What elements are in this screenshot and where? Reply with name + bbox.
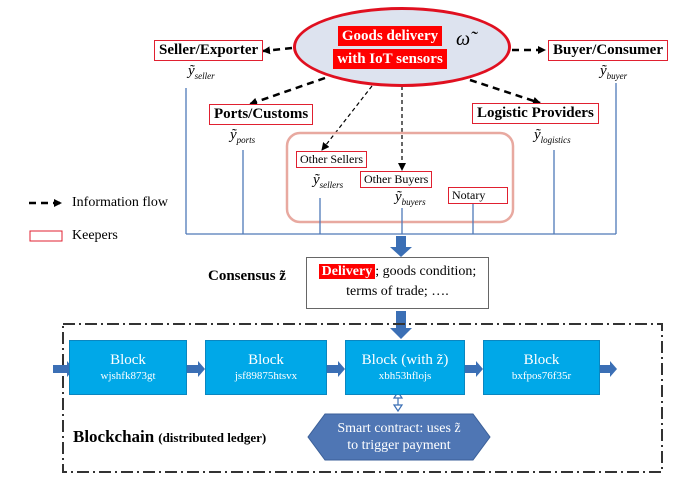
omega-symbol: ω̃	[456, 28, 471, 50]
block-1-hash: wjshfk873gt	[100, 370, 156, 382]
information-flow-arrows-thin	[321, 85, 406, 171]
consensus-label: Consensus z̃	[208, 268, 286, 284]
arrow-to-blockchain	[390, 311, 412, 339]
symbol-y-sellers: ỹsellers	[313, 172, 344, 190]
contract-link-arrow	[392, 390, 404, 413]
symbol-y-buyer: ỹbuyer	[600, 63, 628, 81]
block-2-title: Block	[248, 352, 284, 368]
block-1: Block wjshfk873gt	[69, 340, 187, 395]
keeper-buyer-consumer: Buyer/Consumer	[548, 40, 668, 61]
keeper-other-buyers: Other Buyers	[360, 171, 433, 188]
symbol-y-buyers: ỹbuyers	[395, 189, 426, 207]
smart-contract: Smart contract: uses z̃ to trigger payme…	[308, 414, 490, 460]
block-3-hash: xbh53hflojs	[378, 370, 432, 382]
block-4: Block bxfpos76f35r	[483, 340, 600, 395]
block-3: Block (with z̃) xbh53hflojs	[345, 340, 465, 395]
consensus-line1-rest: ; goods condition;	[375, 264, 477, 279]
keeper-ports-customs: Ports/Customs	[209, 104, 314, 125]
block-1-title: Block	[110, 352, 146, 368]
block-4-hash: bxfpos76f35r	[511, 370, 572, 382]
block-4-title: Block	[523, 352, 560, 368]
block-2: Block jsf89875htsvx	[205, 340, 327, 395]
keeper-other-sellers: Other Sellers	[296, 151, 367, 168]
consensus-delivery-tag: Delivery	[318, 264, 376, 279]
blockchain-title: Blockchain (distributed ledger)	[73, 427, 266, 447]
goods-delivery-ellipse: Goods delivery with IoT sensors ω̃	[293, 7, 511, 87]
goods-delivery-line2: with IoT sensors	[333, 48, 447, 69]
legend-keeper-swatch	[29, 230, 63, 242]
block-3-title: Block (with z̃)	[361, 352, 449, 368]
smart-contract-line2: to trigger payment	[347, 438, 451, 453]
keepers-group-box	[285, 131, 515, 224]
goods-delivery-line1: Goods delivery	[337, 25, 443, 46]
smart-contract-line1: Smart contract: uses z̃	[337, 421, 461, 436]
blockchain-title-main: Blockchain	[73, 427, 155, 446]
legend-information-flow: Information flow	[72, 195, 169, 210]
arrow-to-consensus	[390, 236, 412, 257]
symbol-y-seller: ỹseller	[188, 63, 215, 81]
smart-contract-shape	[307, 413, 491, 461]
blockchain-frame	[62, 323, 663, 473]
blockchain-title-sub: (distributed ledger)	[158, 430, 267, 445]
symbol-y-logistics: ỹlogistics	[534, 127, 571, 145]
consensus-box: Delivery; goods condition; terms of trad…	[306, 257, 489, 309]
keeper-notary: Notary	[448, 187, 508, 204]
consensus-line2: terms of trade; ….	[346, 284, 449, 299]
keeper-seller-exporter: Seller/Exporter	[154, 40, 264, 61]
legend-keepers: Keepers	[72, 228, 118, 243]
symbol-y-ports: ỹports	[230, 127, 256, 145]
block-arrows	[53, 361, 617, 377]
keeper-feed-lines	[185, 83, 617, 235]
information-flow-arrows	[249, 46, 546, 106]
keeper-logistic-providers: Logistic Providers	[472, 103, 599, 124]
block-2-hash: jsf89875htsvx	[234, 370, 298, 382]
